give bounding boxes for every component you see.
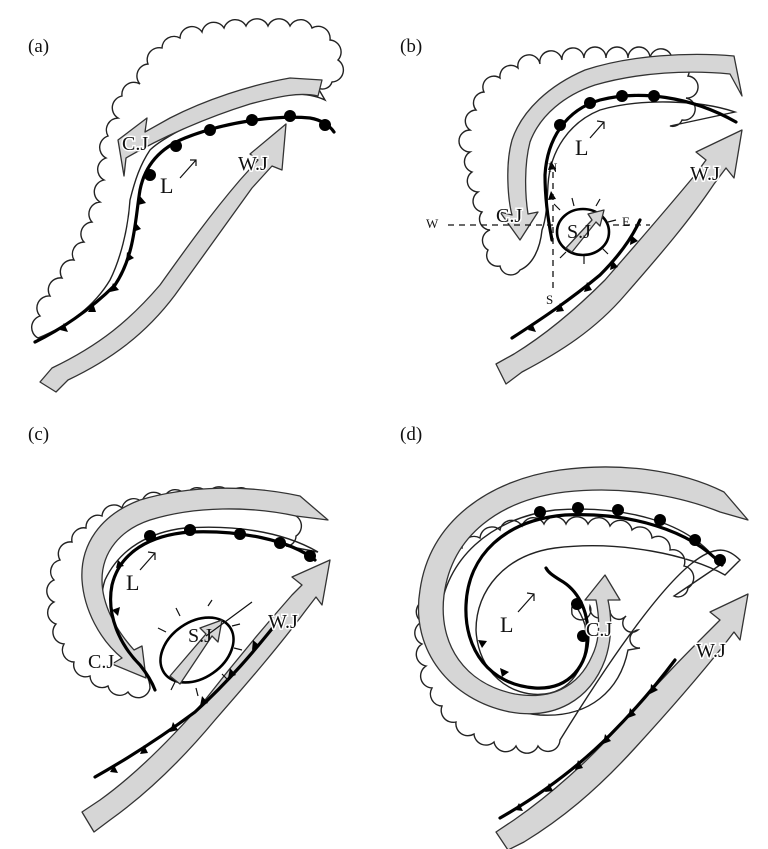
- panel-d-warm-jet: [495, 593, 749, 849]
- panel-b-compass-w: W: [426, 216, 439, 231]
- panel-a-cloud-shield: [31, 18, 345, 339]
- panel-a-warm-front-symbols: [144, 110, 331, 181]
- panel-a-label: (a): [28, 36, 49, 57]
- panel-a-low-motion-arrow: [179, 159, 197, 179]
- panel-d-low-label: L: [500, 612, 513, 637]
- panel-c-sting-jet: [169, 619, 223, 685]
- panel-c-label: (c): [28, 424, 49, 445]
- panel-c-sting-jet-label: S.J: [188, 625, 212, 647]
- panel-a-warm-jet: [39, 123, 287, 393]
- panel-c-low-motion-arrow: [139, 551, 156, 571]
- panel-b-cold-front-symbols: [528, 161, 638, 332]
- panel-b-compass-s: S: [546, 292, 553, 307]
- panel-a: (a) C.J W.J L: [28, 18, 345, 393]
- panel-c: (c) C.J S.J W.J L: [28, 424, 331, 833]
- panel-a-front: [33, 115, 336, 344]
- panel-d-warm-front-symbols: [534, 502, 726, 642]
- panel-b-compass-e: E: [622, 214, 630, 229]
- panel-d-label: (d): [400, 424, 422, 445]
- panel-b-cold-jet-label: C.J: [496, 205, 522, 227]
- panel-a-warm-jet-label: W.J: [238, 153, 268, 175]
- panel-b-low-motion-arrow: [589, 120, 605, 139]
- panel-d-cold-jet-label: C.J: [586, 619, 612, 641]
- panel-c-sting-jet-ticks: [157, 599, 253, 697]
- panel-c-warm-jet-label: W.J: [268, 611, 298, 633]
- panel-b-cold-jet: [499, 53, 743, 241]
- panel-b-front: [510, 93, 738, 340]
- panel-c-front: [93, 530, 317, 779]
- panel-d-cold-jet: [417, 466, 749, 715]
- panel-d-warm-jet-label: W.J: [696, 640, 726, 662]
- panel-d: (d) C.J W.J L: [400, 424, 749, 849]
- panel-b-label: (b): [400, 36, 422, 57]
- panel-c-cold-jet: [81, 487, 329, 679]
- panel-c-cold-front-symbols: [110, 560, 260, 773]
- panel-a-cold-jet: [117, 77, 323, 177]
- panel-b-warm-front-symbols: [554, 90, 660, 131]
- panel-b-low-label: L: [575, 135, 588, 160]
- panel-b-warm-jet-label: W.J: [690, 163, 720, 185]
- panel-b-sting-jet-ticks: [553, 197, 617, 264]
- panel-a-low-label: L: [160, 173, 173, 198]
- panel-c-cold-jet-label: C.J: [88, 651, 114, 673]
- panel-c-warm-front-symbols: [144, 524, 316, 562]
- panel-d-front: [464, 513, 724, 820]
- panel-c-warm-jet: [81, 559, 331, 833]
- panel-b-sting-jet-label: S.J: [567, 221, 591, 243]
- panel-d-cold-front-symbols: [478, 640, 658, 811]
- panel-c-low-label: L: [126, 570, 139, 595]
- panel-b-sting-jet: [565, 209, 605, 253]
- panel-d-cloud-shield: [414, 508, 741, 754]
- panel-b-compass-n: N: [548, 160, 558, 175]
- panel-a-cold-front-symbols: [60, 196, 146, 332]
- panel-d-low-motion-arrow: [517, 592, 535, 613]
- panel-b: (b) N S E W C.J S.J W.J L: [400, 36, 743, 385]
- panel-a-cold-jet-label: C.J: [122, 133, 148, 155]
- panel-b-warm-jet: [495, 129, 743, 385]
